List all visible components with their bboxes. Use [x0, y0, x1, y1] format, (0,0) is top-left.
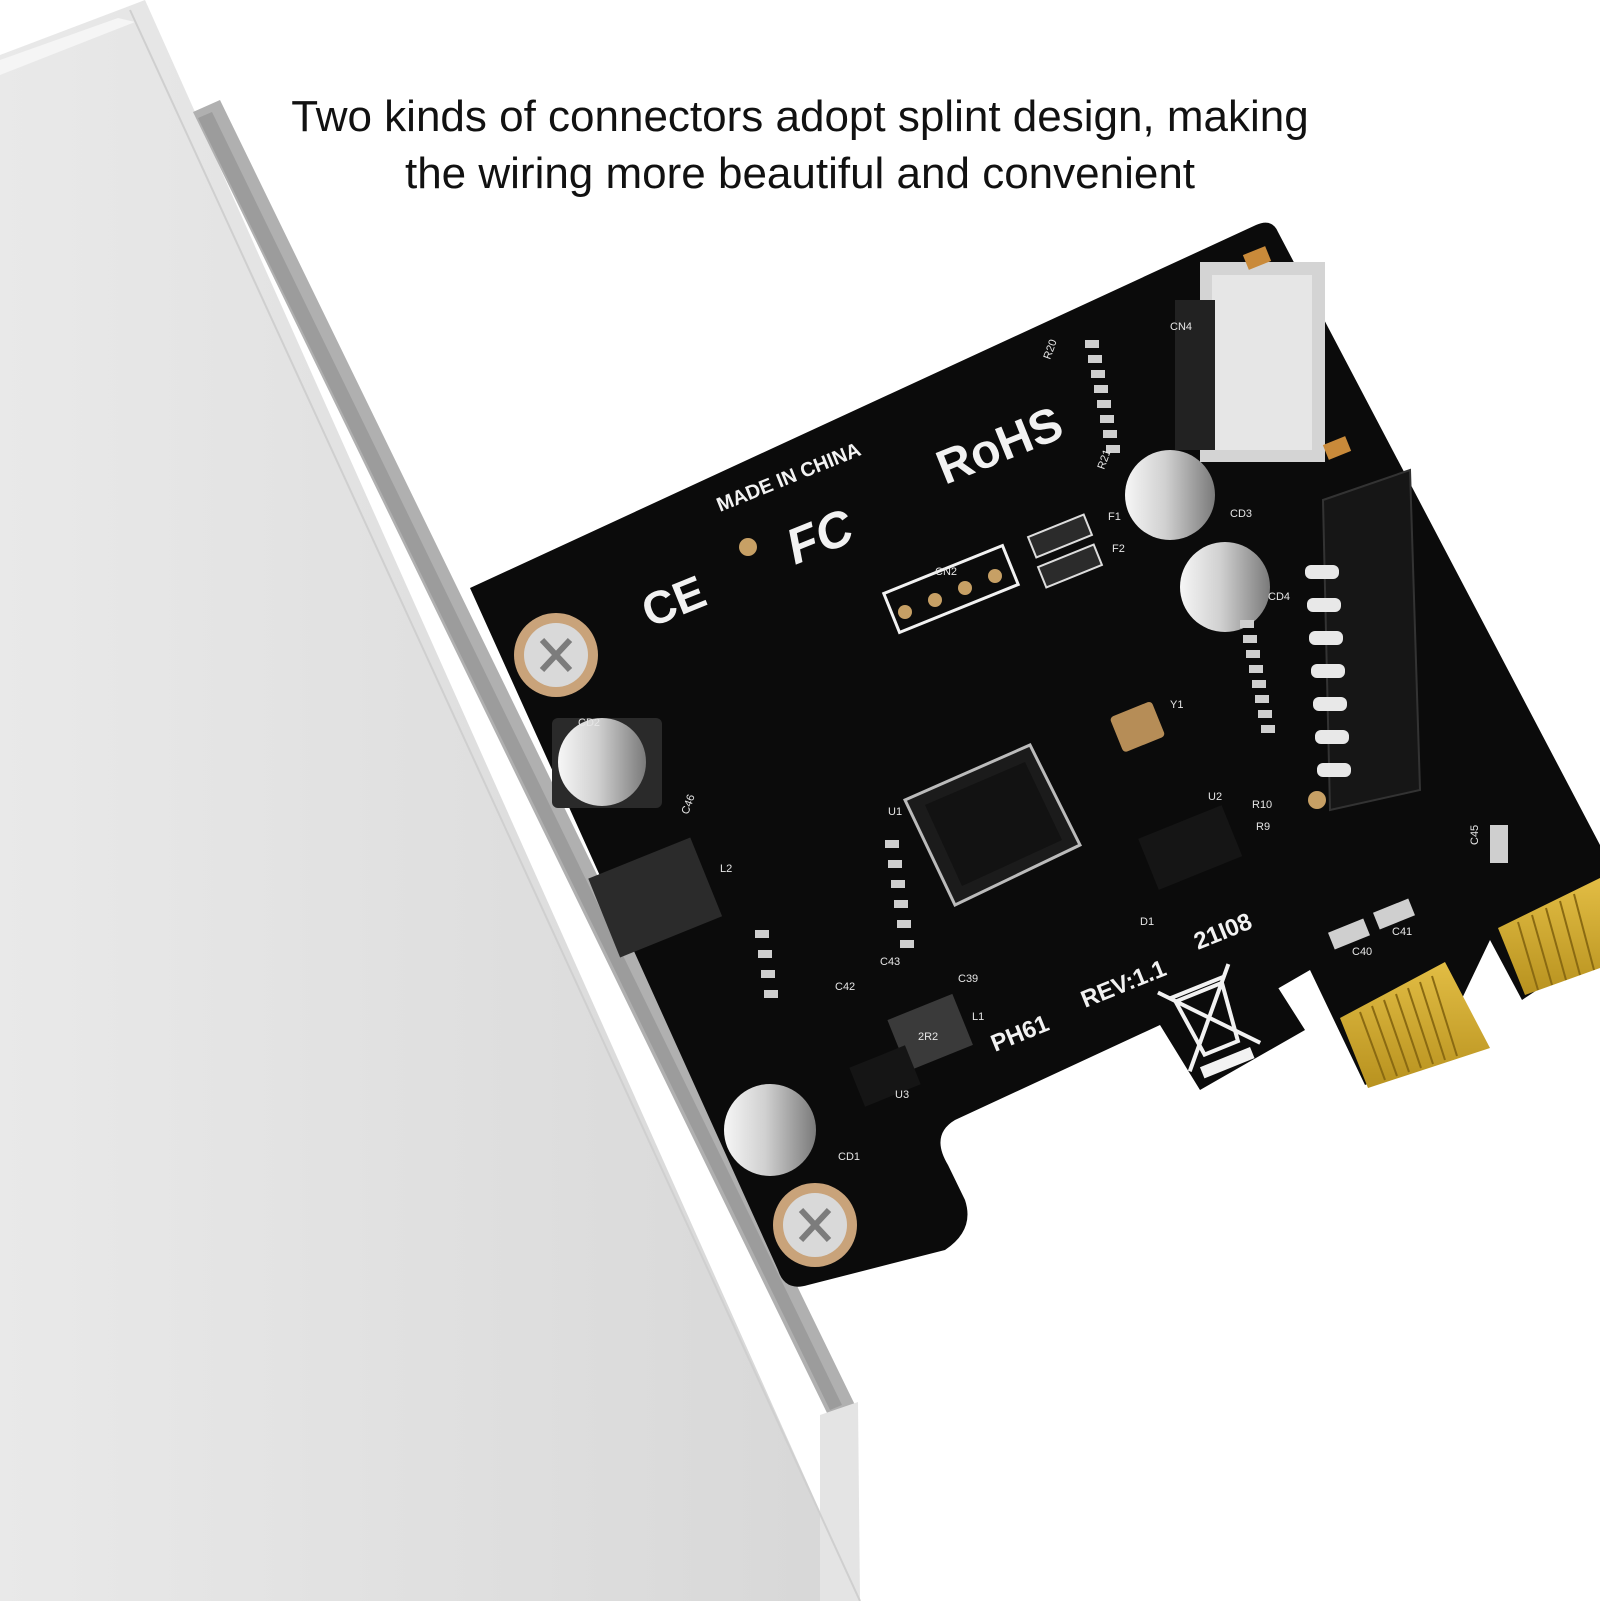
label-cn4: CN4 — [1170, 321, 1192, 333]
label-c40: C40 — [1352, 946, 1372, 958]
smd-components — [755, 340, 1508, 998]
label-c39: C39 — [958, 973, 978, 985]
inductor-l2: L2 — [588, 837, 732, 958]
label-inductor-value: 2R2 — [918, 1031, 938, 1043]
capacitor-cd4: CD4 — [1180, 542, 1290, 632]
mounting-hole — [1308, 791, 1326, 809]
chip-u2: U2 R10 R9 D1 — [1138, 791, 1272, 928]
label-f1: F1 — [1108, 511, 1121, 523]
screw-top — [514, 613, 598, 697]
label-u3: U3 — [895, 1089, 909, 1101]
label-c43: C43 — [880, 956, 900, 968]
main-controller-chip: U1 — [888, 743, 1083, 908]
weee-recycle-bin-icon — [1157, 963, 1262, 1079]
caption-line-1: Two kinds of connectors adopt splint des… — [291, 92, 1309, 141]
capacitor-cd1: CD1 — [724, 1084, 860, 1176]
label-c42: C42 — [835, 981, 855, 993]
metal-bracket — [0, 0, 861, 1601]
label-u2: U2 — [1208, 791, 1222, 803]
capacitor-cd3: CD3 — [1125, 450, 1252, 540]
label-cd4: CD4 — [1268, 591, 1290, 603]
label-y1: Y1 — [1170, 699, 1183, 711]
crystal-y1: Y1 — [1110, 699, 1183, 752]
caption: Two kinds of connectors adopt splint des… — [200, 88, 1400, 202]
label-c45: C45 — [1469, 825, 1481, 845]
usb-type-e-connector: CN4 — [1170, 262, 1325, 462]
label-cn2: CN2 — [935, 566, 957, 578]
label-f2: F2 — [1112, 543, 1125, 555]
label-cd2: CD2 — [578, 717, 600, 729]
label-u1: U1 — [888, 806, 902, 818]
label-r9: R9 — [1256, 821, 1270, 833]
fuses: F1 F2 — [1026, 511, 1125, 589]
label-c41: C41 — [1392, 926, 1412, 938]
caption-line-2: the wiring more beautiful and convenient — [404, 149, 1196, 198]
label-cd3: CD3 — [1230, 508, 1252, 520]
screw-bottom — [773, 1183, 857, 1267]
chip-u3: U3 — [849, 1045, 921, 1107]
label-l1: L1 — [972, 1011, 984, 1023]
cn2-header: CN2 — [881, 543, 1021, 635]
capacitor-cd2: CD2 — [552, 717, 662, 808]
label-l2: L2 — [720, 863, 732, 875]
label-cd1: CD1 — [838, 1151, 860, 1163]
label-d1: D1 — [1140, 916, 1154, 928]
label-r10: R10 — [1252, 799, 1272, 811]
gold-fingers — [1340, 878, 1600, 1088]
inductor-l1: 2R2 L1 — [887, 993, 984, 1072]
mounting-hole — [739, 538, 757, 556]
solder-pad — [1242, 246, 1272, 270]
usb-header-connector — [1305, 468, 1422, 812]
solder-pad — [1322, 436, 1352, 460]
